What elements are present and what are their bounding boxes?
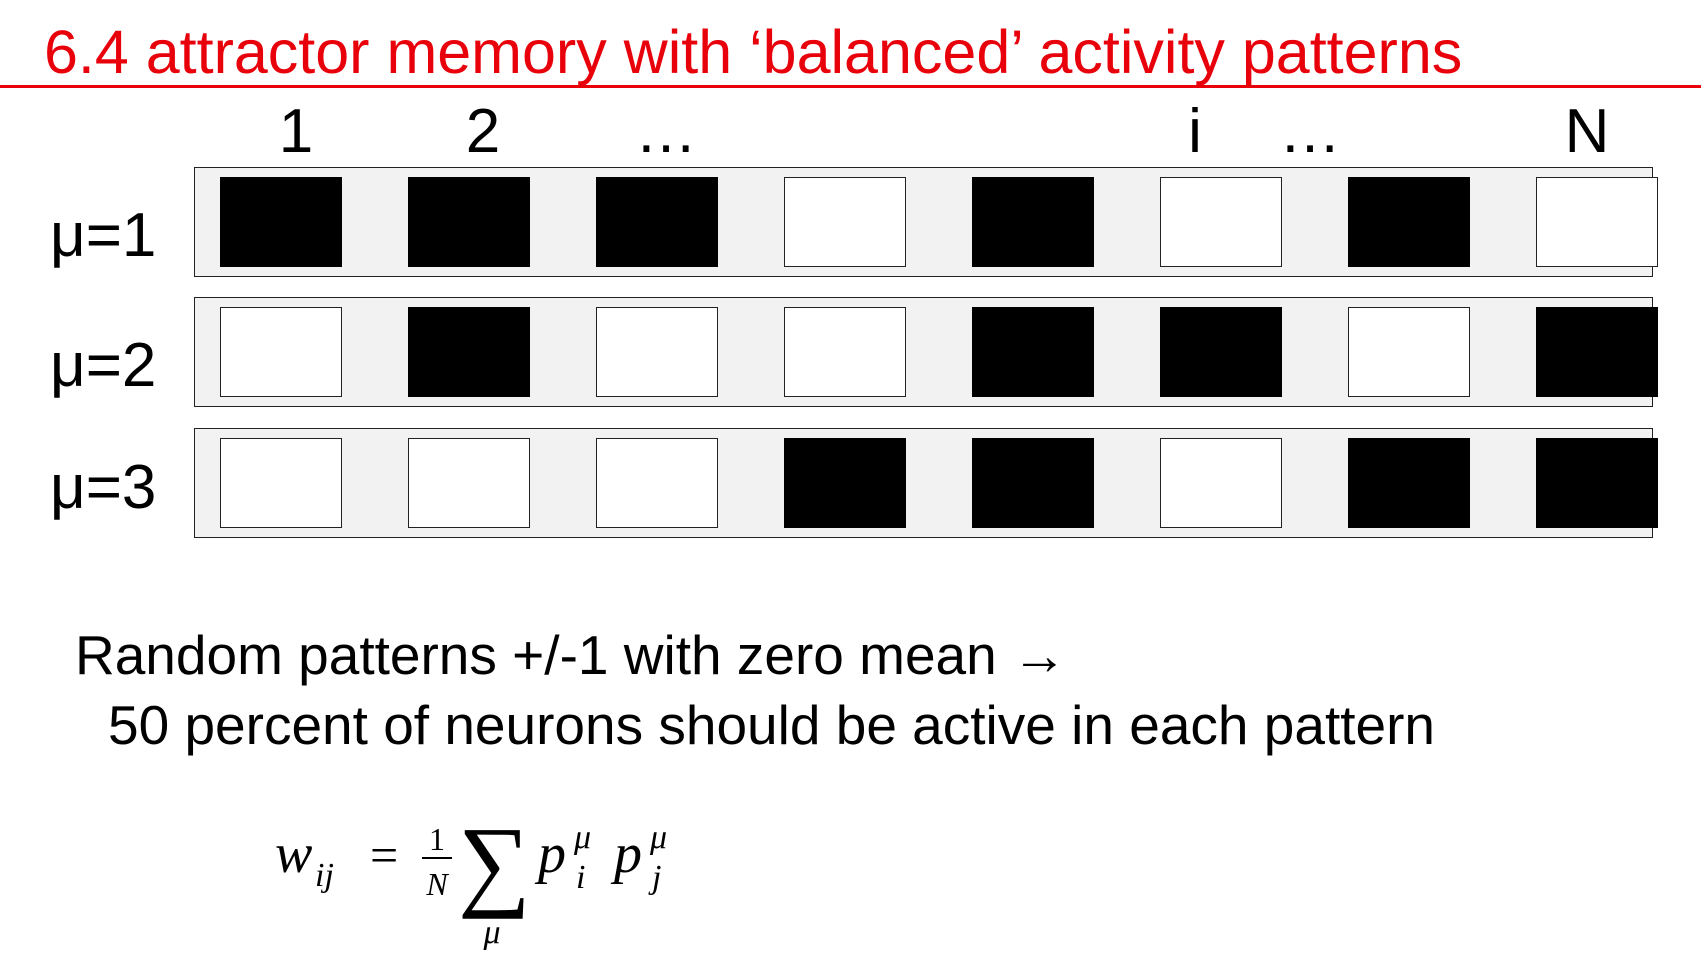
description-line-2: 50 percent of neurons should be active i… xyxy=(108,694,1436,756)
formula-w: w xyxy=(275,823,312,885)
pattern-cell-row2-col6 xyxy=(1160,307,1282,397)
pattern-cell-row1-col1 xyxy=(220,177,342,267)
pattern-row-mu3 xyxy=(194,428,1658,538)
row-label-mu3: μ=3 xyxy=(50,453,157,522)
formula-p-j-subscript: j xyxy=(648,859,661,896)
weight-formula-svg: w ij = 1 N ∑ μ p μ i p μ j xyxy=(275,807,667,951)
pattern-cell-row1-col5 xyxy=(972,177,1094,267)
column-label-i: i xyxy=(1188,97,1202,166)
pattern-row-mu2 xyxy=(194,297,1658,407)
column-label-2: 2 xyxy=(465,97,501,166)
pattern-cell-row3-col3 xyxy=(596,438,718,528)
pattern-cell-row3-col5 xyxy=(972,438,1094,528)
title-underline xyxy=(0,85,1701,88)
formula-p-i-superscript: μ xyxy=(573,819,591,856)
pattern-cell-row1-col2 xyxy=(408,177,530,267)
pattern-cell-row3-col7 xyxy=(1348,438,1470,528)
pattern-cell-row2-col7 xyxy=(1348,307,1470,397)
formula-w-subscript: ij xyxy=(315,857,334,894)
formula-p-j-superscript: μ xyxy=(649,819,667,856)
column-label-ellipsis-right: … xyxy=(1279,97,1341,166)
pattern-cell-row3-col6 xyxy=(1160,438,1282,528)
pattern-cell-row2-col5 xyxy=(972,307,1094,397)
pattern-cell-row3-col4 xyxy=(784,438,906,528)
pattern-row-mu1 xyxy=(194,167,1658,277)
formula-p-j: p xyxy=(610,823,642,885)
row-label-mu1: μ=1 xyxy=(50,201,157,270)
pattern-cell-row1-col8 xyxy=(1536,177,1658,267)
formula-fraction-denominator: N xyxy=(425,866,449,902)
formula-sum-symbol: ∑ xyxy=(458,807,531,920)
pattern-cell-row2-col2 xyxy=(408,307,530,397)
pattern-cell-row3-col8 xyxy=(1536,438,1658,528)
column-label-ellipsis-left: … xyxy=(635,97,697,166)
formula-fraction-numerator: 1 xyxy=(429,821,445,857)
pattern-cell-row1-col6 xyxy=(1160,177,1282,267)
pattern-cell-row2-col1 xyxy=(220,307,342,397)
pattern-cell-row1-col3 xyxy=(596,177,718,267)
pattern-cell-row3-col1 xyxy=(220,438,342,528)
weight-formula: w ij = 1 N ∑ μ p μ i p μ j xyxy=(270,805,770,955)
pattern-cell-row1-col7 xyxy=(1348,177,1470,267)
pattern-cell-row2-col8 xyxy=(1536,307,1658,397)
column-label-n: N xyxy=(1564,97,1610,166)
pattern-cell-row3-col2 xyxy=(408,438,530,528)
formula-p-i-subscript: i xyxy=(576,859,585,896)
row-label-mu2: μ=2 xyxy=(50,331,157,400)
formula-p-i: p xyxy=(534,823,566,885)
formula-equals: = xyxy=(370,827,398,883)
column-label-1: 1 xyxy=(278,97,314,166)
slide-title: 6.4 attractor memory with ‘balanced’ act… xyxy=(44,18,1463,86)
pattern-cell-row2-col4 xyxy=(784,307,906,397)
pattern-cell-row2-col3 xyxy=(596,307,718,397)
formula-sum-index: μ xyxy=(482,914,500,951)
pattern-cell-row1-col4 xyxy=(784,177,906,267)
description-line-1: Random patterns +/-1 with zero mean → xyxy=(75,624,1067,686)
